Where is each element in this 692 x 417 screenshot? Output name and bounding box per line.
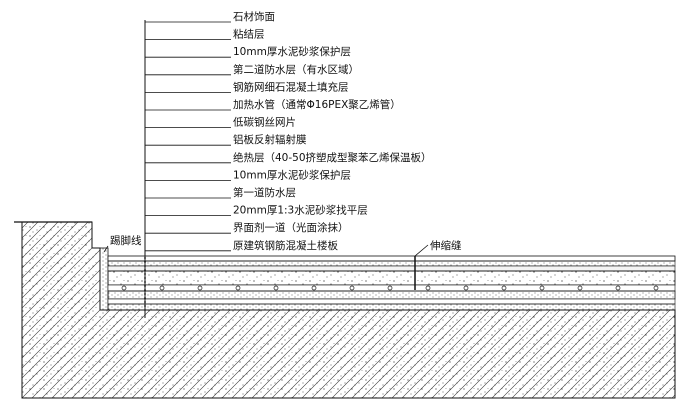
heating-pipe-section — [235, 285, 241, 291]
leader-tick — [144, 273, 146, 275]
layer-leaders — [144, 20, 231, 318]
heating-pipe-section — [273, 285, 279, 291]
leader-tick — [144, 305, 146, 307]
leader-tick — [144, 293, 146, 295]
heating-pipe-section — [387, 285, 393, 291]
layer-label: 钢筋网细石混凝土填充层 — [233, 80, 349, 93]
heating-pipe-section — [121, 285, 127, 291]
leader-tick — [144, 309, 146, 311]
leader-tick — [144, 281, 146, 283]
leader-tick — [144, 277, 146, 279]
heating-pipe-section — [539, 285, 545, 291]
heating-pipe-section — [425, 285, 431, 291]
layer-label: 10mm厚水泥砂浆保护层 — [233, 45, 351, 58]
floor-layers — [107, 255, 676, 311]
waterproof-layer — [107, 298, 676, 305]
leader-tick — [144, 297, 146, 299]
heating-pipe-section — [653, 285, 659, 291]
leader-tick — [144, 269, 146, 271]
layer-label: 低碳钢丝网片 — [233, 116, 296, 129]
insulation-layer — [107, 290, 676, 300]
heating-pipe-section — [501, 285, 507, 291]
baseboard-strip — [99, 247, 109, 311]
layer-label: 20mm厚1:3水泥砂浆找平层 — [233, 204, 368, 217]
heating-pipe-section — [349, 285, 355, 291]
layer-label: 第二道防水层（有水区域） — [233, 63, 359, 76]
heating-pipe-section — [615, 285, 621, 291]
expansion-joint-label: 伸缩缝 — [430, 239, 462, 252]
heating-pipe-section — [311, 285, 317, 291]
stone-finish-layer — [107, 255, 676, 262]
leader-tick — [144, 289, 146, 291]
leader-tick — [144, 301, 146, 303]
layer-label: 加热水管（通常Φ16PEX聚乙烯管） — [233, 98, 401, 111]
layer-label: 原建筑钢筋混凝土楼板 — [233, 239, 338, 252]
layer-label: 10mm厚水泥砂浆保护层 — [233, 168, 351, 181]
bonding-layer — [107, 260, 676, 267]
layer-label: 铝板反射辐射膜 — [233, 133, 307, 146]
layer-label: 粘结层 — [233, 28, 265, 41]
layer-label: 石材饰面 — [233, 10, 275, 23]
expansion-joint-leader — [414, 244, 429, 257]
baseboard-leader — [103, 245, 109, 253]
leader-tick — [144, 257, 146, 259]
heating-pipes — [121, 285, 659, 291]
leader-tick — [144, 265, 146, 267]
heating-pipe-section — [197, 285, 203, 291]
leader-tick — [144, 285, 146, 287]
layer-label: 绝热层（40-50挤塑成型聚苯乙烯保温板） — [233, 151, 432, 164]
layer-label: 界面剂一道（光面涂抹） — [233, 221, 349, 234]
leader-tick — [144, 261, 146, 263]
heating-pipe-section — [463, 285, 469, 291]
layer-label: 第一道防水层 — [233, 186, 296, 199]
heating-pipe-section — [577, 285, 583, 291]
heating-pipe-section — [159, 285, 165, 291]
filler-concrete-layer — [107, 270, 676, 286]
leveling-layer — [107, 303, 676, 311]
baseboard-label: 踢脚线 — [110, 234, 142, 247]
mortar-layer — [107, 265, 676, 272]
